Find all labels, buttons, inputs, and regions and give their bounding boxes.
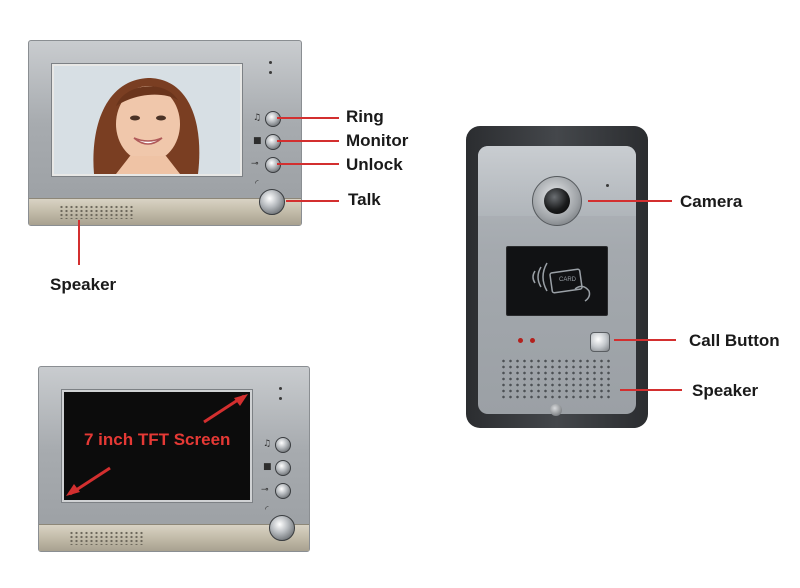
speaker-grille: [69, 531, 145, 545]
outdoor-door-station: CARD: [466, 126, 648, 428]
talk-label: Talk: [348, 190, 381, 209]
unlock-label: Unlock: [346, 155, 403, 174]
speaker-leader-line: [78, 220, 80, 265]
speaker-label: Speaker: [50, 275, 117, 294]
camera-housing: [532, 176, 582, 226]
video-screen: [54, 66, 240, 174]
speaker-leader-line: [620, 389, 682, 391]
camera-icon: ■: [253, 136, 262, 146]
talk-leader-line: [286, 200, 339, 202]
card-text: CARD: [559, 277, 577, 283]
microphone-hole: [606, 184, 609, 187]
ring-button[interactable]: [265, 111, 281, 127]
indicator-led: [269, 71, 272, 74]
tft-screen-label: 7 inch TFT Screen: [84, 430, 231, 449]
ring-button[interactable]: [275, 437, 291, 453]
ring-label: Ring: [346, 107, 384, 126]
ring-leader-line: [277, 117, 339, 119]
door-speaker-label: Speaker: [692, 381, 759, 400]
monitor-base: [29, 198, 301, 225]
speaker-grille: [500, 358, 614, 400]
indicator-led: [530, 338, 535, 343]
screen-frame: [51, 63, 243, 177]
door-station-panel: CARD: [478, 146, 636, 416]
camera-label: Camera: [680, 192, 743, 211]
camera-lens: [544, 188, 570, 214]
handset-icon: ◜: [265, 505, 269, 515]
card-reader: CARD: [506, 246, 608, 316]
bottom-screw: [550, 404, 562, 416]
monitor-leader-line: [277, 140, 339, 142]
indoor-monitor-top: ♫ ■ ⊸ ◜: [28, 40, 302, 226]
music-note-icon: ♫: [263, 439, 272, 449]
monitor-base: [39, 524, 309, 551]
unlock-button[interactable]: [275, 483, 291, 499]
key-icon: ⊸: [251, 159, 259, 169]
call-button[interactable]: [590, 332, 610, 352]
tft-screen: 7 inch TFT Screen: [64, 392, 250, 500]
handset-icon: ◜: [255, 179, 259, 189]
indicator-led: [279, 397, 282, 400]
speaker-grille: [59, 205, 135, 219]
talk-button[interactable]: [259, 189, 285, 215]
screen-frame: 7 inch TFT Screen: [61, 389, 253, 503]
monitor-button[interactable]: [275, 460, 291, 476]
indicator-led: [518, 338, 523, 343]
camera-icon: ■: [263, 462, 272, 472]
unlock-leader-line: [277, 163, 339, 165]
monitor-label: Monitor: [346, 131, 409, 150]
unlock-button[interactable]: [265, 157, 281, 173]
indoor-monitor-bottom: 7 inch TFT Screen ♫ ■ ⊸ ◜: [38, 366, 310, 552]
indicator-led: [279, 387, 282, 390]
woman-face-preview: [54, 66, 240, 174]
call-button-leader-line: [614, 339, 676, 341]
screen-diagonal-arrows: [66, 394, 248, 496]
talk-button[interactable]: [269, 515, 295, 541]
camera-leader-line: [588, 200, 672, 202]
music-note-icon: ♫: [253, 113, 262, 123]
monitor-button[interactable]: [265, 134, 281, 150]
card-tap-icon: [532, 262, 591, 302]
key-icon: ⊸: [261, 485, 269, 495]
call-button-label: Call Button: [689, 331, 780, 350]
indicator-led: [269, 61, 272, 64]
